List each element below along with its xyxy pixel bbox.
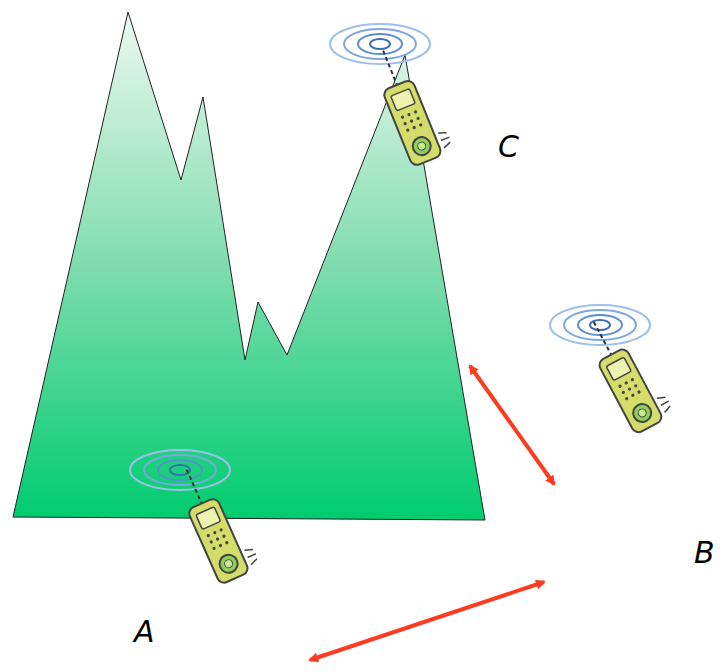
phone-c xyxy=(330,24,455,167)
device-label: C xyxy=(498,132,519,162)
phone-a xyxy=(130,450,262,585)
range-arrow xyxy=(310,582,544,660)
phone-b xyxy=(550,305,675,435)
range-arrow xyxy=(470,366,554,484)
mountain xyxy=(13,12,485,520)
device-label: A xyxy=(134,617,155,647)
device-label: B xyxy=(694,538,715,568)
